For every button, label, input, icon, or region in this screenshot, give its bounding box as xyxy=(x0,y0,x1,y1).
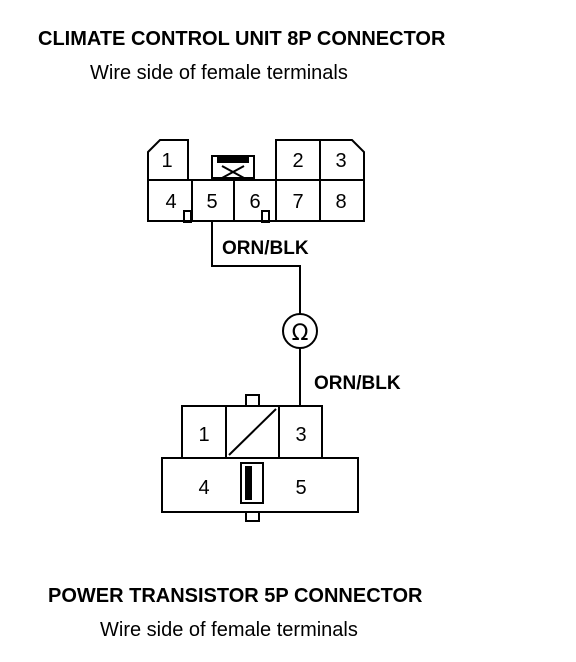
connector-8p-latch-cross xyxy=(221,165,245,179)
terminal-3-label: 3 xyxy=(295,424,306,446)
ohm-symbol: Ω xyxy=(292,321,309,346)
connector-8p-notch xyxy=(261,210,270,223)
terminal-1-label: 1 xyxy=(198,424,209,446)
bottom-connector-subtitle: Wire side of female terminals xyxy=(100,619,358,641)
terminal-7-label: 7 xyxy=(292,191,303,213)
top-connector-title: CLIMATE CONTROL UNIT 8P CONNECTOR xyxy=(38,28,446,50)
connector-8p-notch xyxy=(183,210,192,223)
lower-wire-label: ORN/BLK xyxy=(314,373,401,394)
top-connector-subtitle: Wire side of female terminals xyxy=(90,62,348,84)
terminal-4-label: 4 xyxy=(165,191,176,213)
connector-8p-right-housing xyxy=(275,139,365,222)
terminal-6-label: 6 xyxy=(249,191,260,213)
ohmmeter: Ω xyxy=(282,313,318,349)
terminal-3-label: 3 xyxy=(335,150,346,172)
bottom-connector-title: POWER TRANSISTOR 5P CONNECTOR xyxy=(48,585,423,607)
upper-wire-label: ORN/BLK xyxy=(222,238,309,259)
climate-control-8p-connector: 1 2 3 4 5 6 7 8 xyxy=(147,139,365,223)
terminal-5-label: 5 xyxy=(206,191,217,213)
connector-5p-bottom-tab xyxy=(245,511,260,522)
terminal-8-label: 8 xyxy=(335,191,346,213)
upper-wire xyxy=(211,221,301,314)
connector-8p-latch-bar xyxy=(217,156,249,163)
connector-5p-lock xyxy=(240,462,264,504)
connector-8p-left-housing xyxy=(147,139,277,222)
connector-5p-blank-cell-slash xyxy=(228,408,277,456)
connector-5p-top-tab xyxy=(245,394,260,407)
terminal-1-label: 1 xyxy=(161,150,172,172)
terminal-5-label: 5 xyxy=(295,477,306,499)
test-wiring: ORN/BLK Ω ORN/BLK xyxy=(211,221,401,406)
terminal-4-label: 4 xyxy=(198,477,209,499)
connector-5p-lock-bar xyxy=(245,466,252,500)
power-transistor-5p-connector: 1 3 4 5 xyxy=(161,394,359,522)
terminal-2-label: 2 xyxy=(292,150,303,172)
